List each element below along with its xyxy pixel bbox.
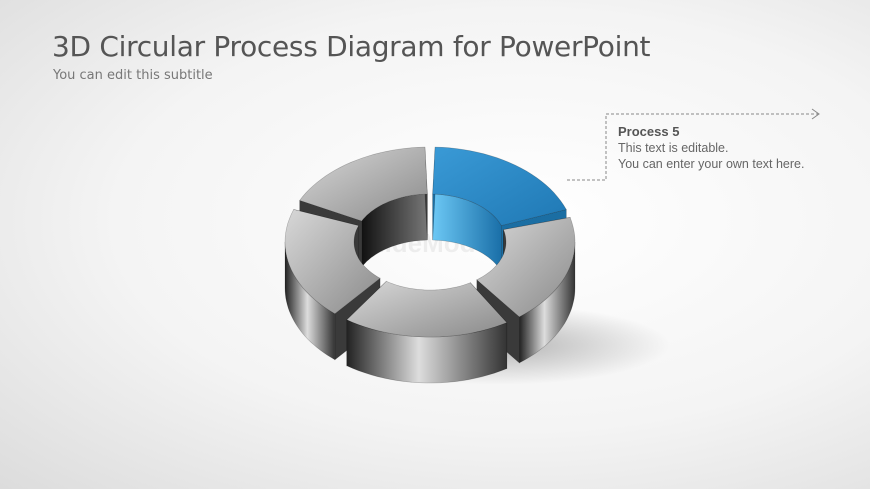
slide-title: 3D Circular Process Diagram for PowerPoi…	[52, 30, 651, 63]
callout-heading: Process 5	[618, 124, 680, 139]
segment-process-2[interactable]	[346, 280, 508, 384]
callout-line-2: You can enter your own text here.	[618, 157, 805, 171]
segment-outer-wall	[519, 241, 576, 364]
segment-top-face	[346, 280, 508, 338]
callout-text: Process 5 This text is editable. You can…	[618, 124, 804, 172]
callout-connector	[567, 113, 818, 181]
arrow-head-icon	[811, 108, 820, 120]
segment-top-face	[432, 146, 567, 226]
segment-top-face	[299, 146, 428, 222]
segment-process-1[interactable]	[476, 217, 576, 364]
segment-top-face	[284, 209, 381, 315]
slide-subtitle: You can edit this subtitle	[53, 68, 213, 83]
segment-outer-wall	[284, 241, 336, 361]
callout-line-1: This text is editable.	[618, 141, 729, 155]
segment-top-face	[476, 217, 576, 318]
